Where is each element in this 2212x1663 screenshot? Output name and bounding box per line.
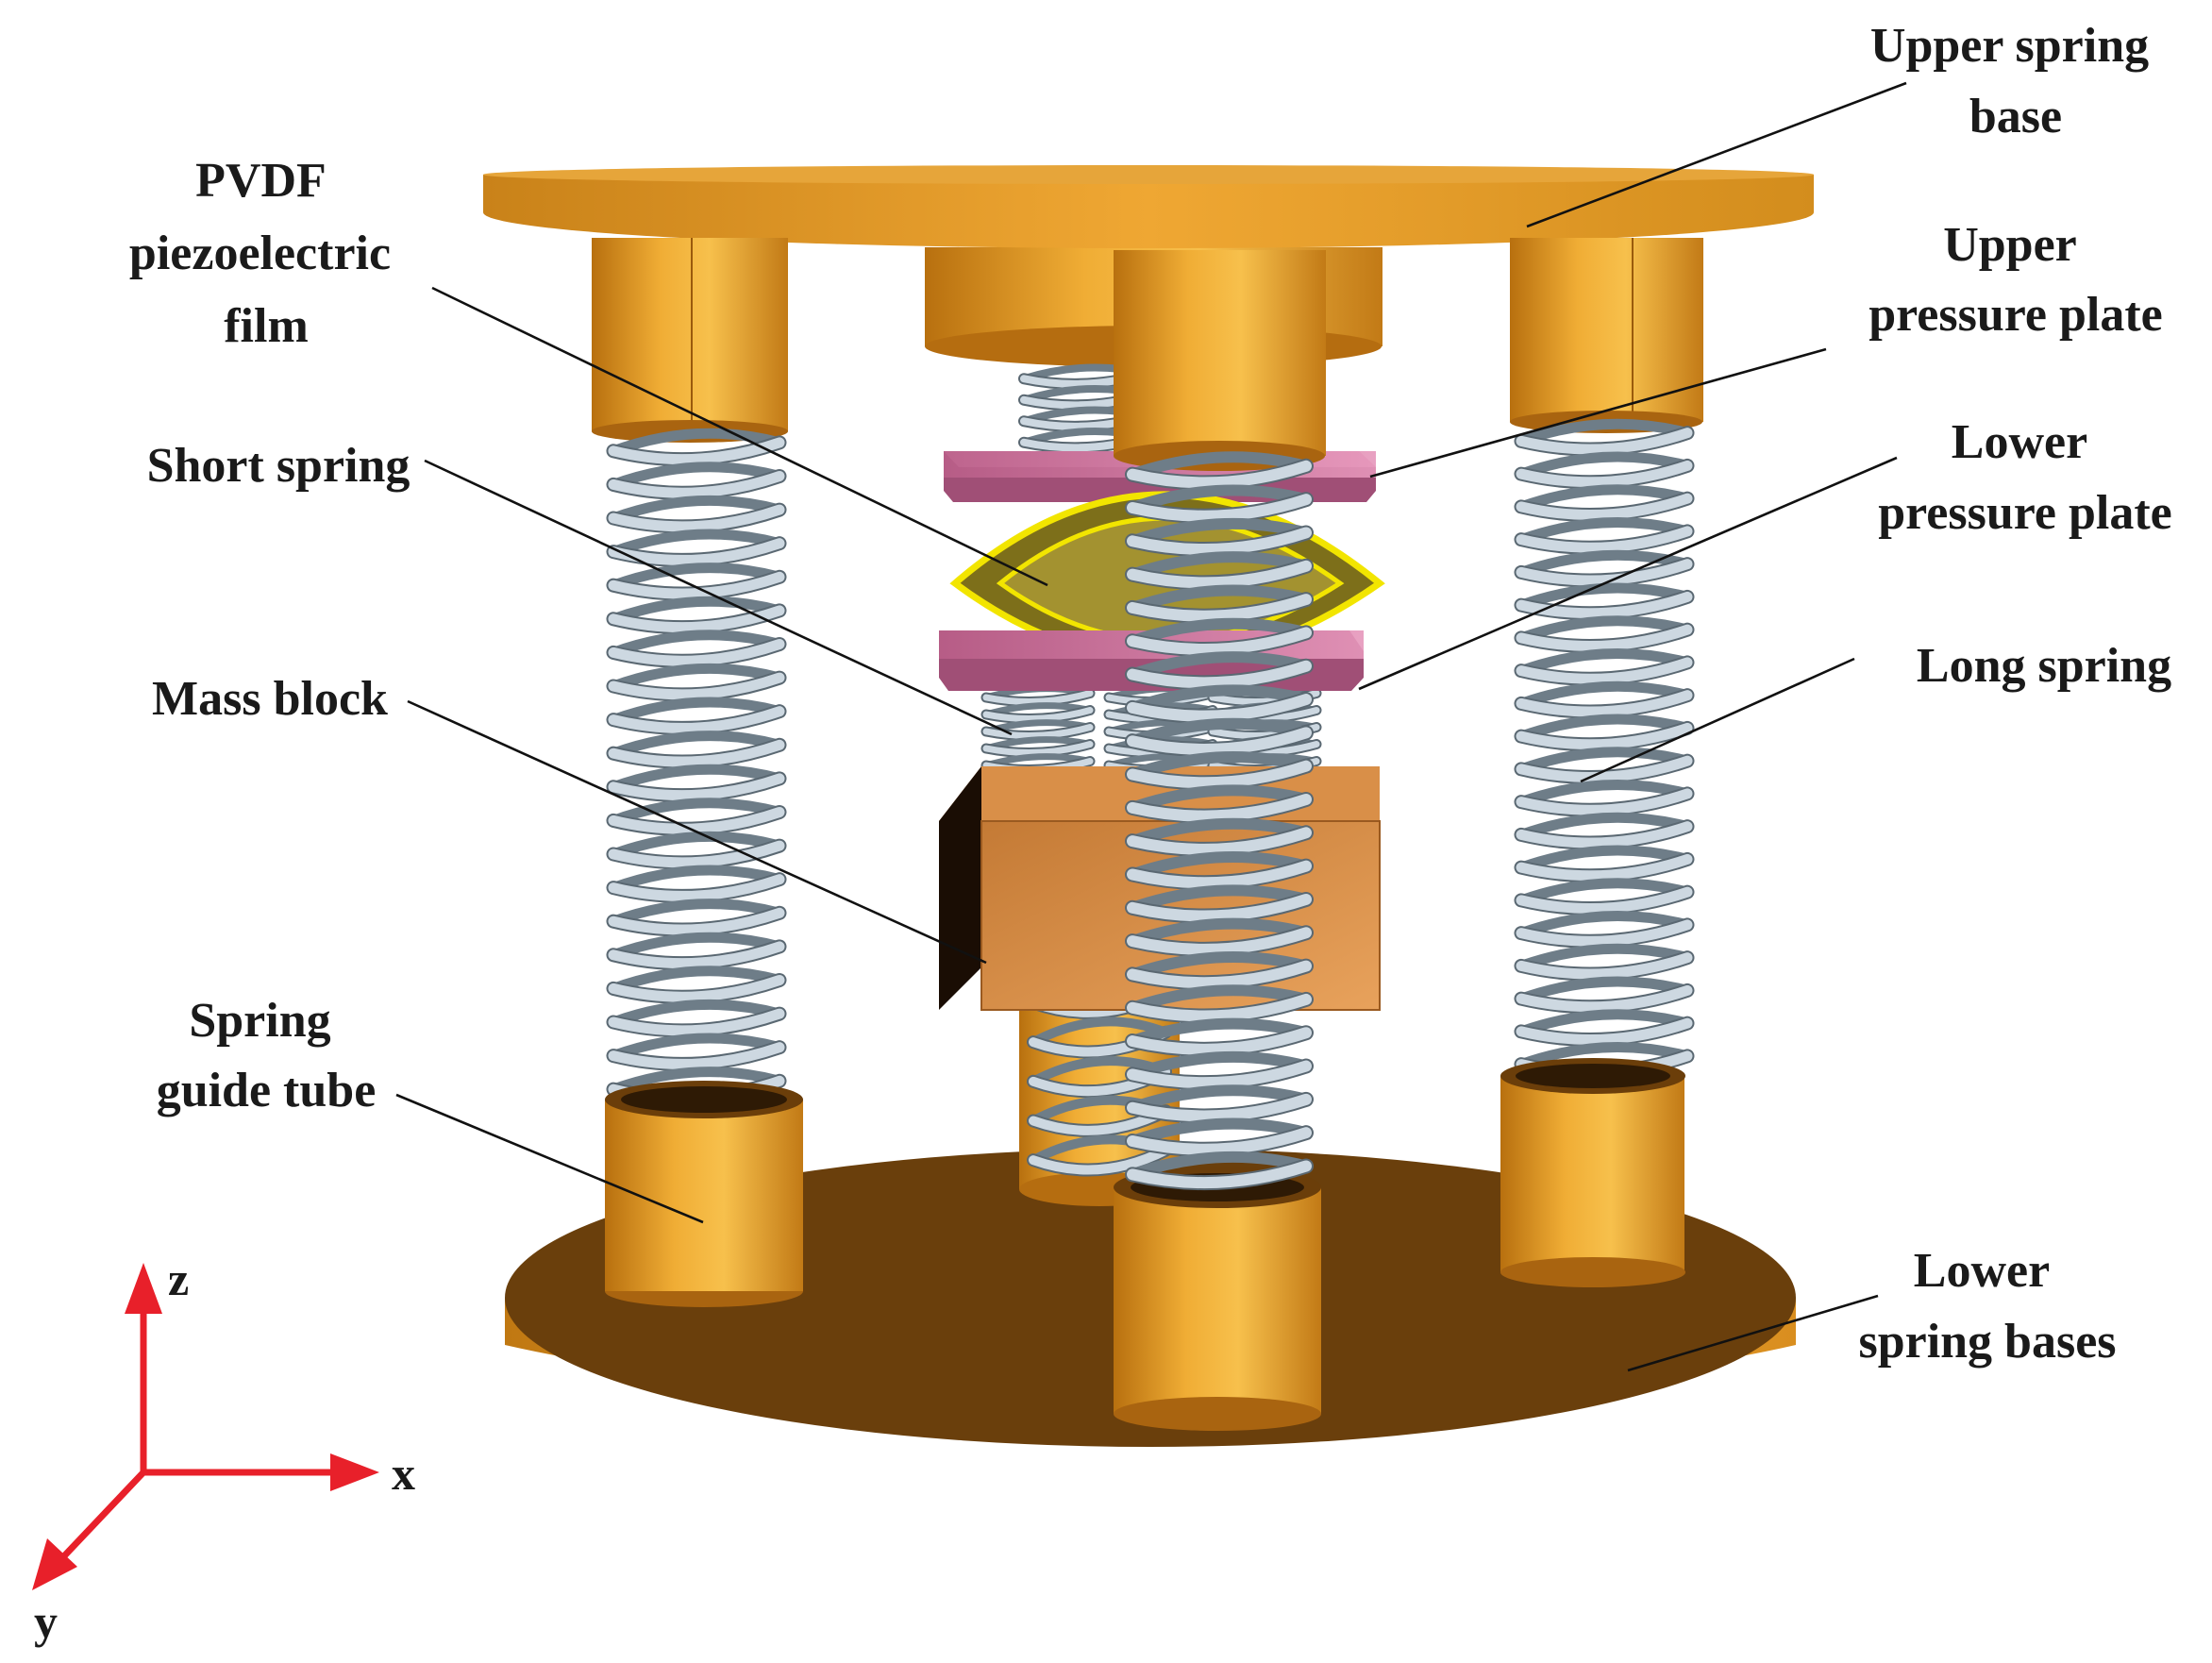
label-upper-spring-base: Upper spring base xyxy=(1870,19,2161,143)
label-long-spring: Long spring xyxy=(1917,639,2171,693)
x-axis-arrowhead xyxy=(330,1453,379,1491)
short-spring-lower-left xyxy=(980,685,1096,775)
label-spring-guide-tube: Spring guide tube xyxy=(157,994,377,1117)
leader-short-spring xyxy=(424,459,1013,736)
leader-spring-guide-tube xyxy=(395,1093,704,1224)
y-axis-label: y xyxy=(34,1595,58,1648)
front-upper-guide-tube xyxy=(1114,250,1326,471)
upper-guide-tube-right xyxy=(1510,238,1703,433)
label-pvdf-film: PVDF piezoelectric film xyxy=(129,154,403,353)
front-long-spring xyxy=(1125,451,1314,1191)
z-axis-arrowhead xyxy=(125,1263,162,1314)
y-axis-arrowhead xyxy=(32,1538,77,1590)
leader-upper-pressure-plate xyxy=(1369,347,1827,479)
long-spring-right xyxy=(1514,418,1695,1080)
leader-long-spring xyxy=(1580,657,1855,783)
leader-lower-spring-bases xyxy=(1627,1294,1879,1372)
label-mass-block: Mass block xyxy=(152,672,388,726)
z-axis-label: z xyxy=(168,1252,189,1305)
label-short-spring: Short spring xyxy=(147,439,411,493)
long-spring-left xyxy=(606,428,787,1105)
coordinate-axes: z x y xyxy=(32,1252,415,1648)
lower-guide-tube-front xyxy=(1114,1167,1321,1431)
leader-pvdf-film xyxy=(431,286,1048,587)
leader-lines xyxy=(395,81,1907,1372)
label-upper-pressure-plate: Upper pressure plate xyxy=(1868,218,2163,342)
y-axis-line xyxy=(56,1470,146,1565)
leader-upper-spring-base xyxy=(1526,81,1907,228)
long-spring-front xyxy=(1125,451,1314,1191)
leader-lower-pressure-plate xyxy=(1358,456,1898,691)
label-lower-pressure-plate: Lower pressure plate xyxy=(1878,415,2172,540)
lower-guide-tube-right xyxy=(1500,1058,1685,1287)
x-axis-label: x xyxy=(392,1447,415,1500)
label-lower-spring-bases: Lower spring bases xyxy=(1858,1244,2116,1369)
leader-mass-block xyxy=(407,699,987,965)
upper-spring-base-plate xyxy=(483,165,1814,248)
